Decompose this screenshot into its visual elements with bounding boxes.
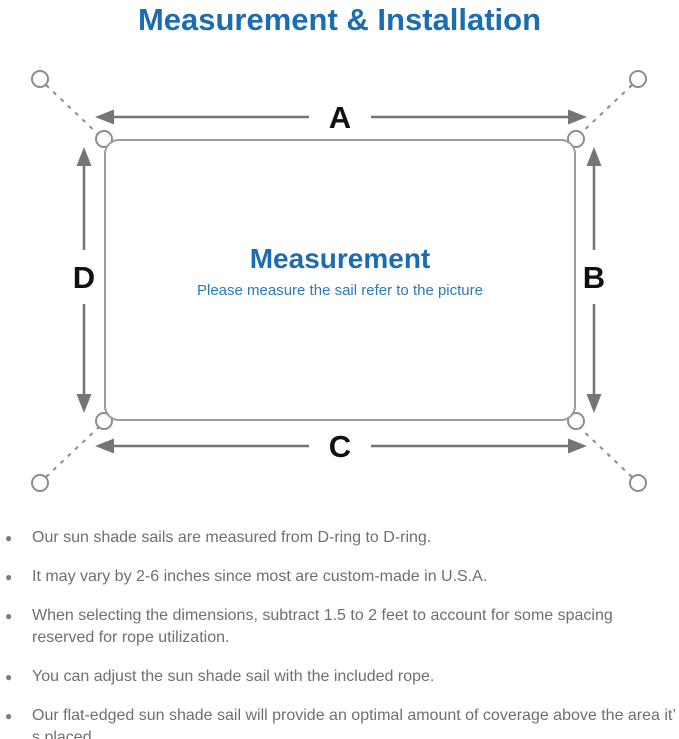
dimension-a: A [95, 100, 587, 135]
d-ring-bottom-right [567, 412, 585, 430]
anchor-rope-lines [45, 84, 633, 478]
rope-line-top-left [45, 84, 101, 137]
sail-center-text: Measurement Please measure the sail refe… [105, 243, 575, 299]
note-text: You can adjust the sun shade sail with t… [32, 668, 435, 685]
page-title: Measurement & Installation [137, 2, 542, 37]
sail-measurement-diagram: A C D B [31, 70, 647, 492]
anchor-point-top-left [31, 70, 49, 88]
dimension-label-d: D [73, 260, 95, 295]
note-text: Our flat-edged sun shade sail will provi… [32, 707, 676, 739]
measurement-heading: Measurement [249, 243, 431, 274]
dimension-c-arrow-left [95, 438, 114, 454]
bullet-dot-icon: ● [5, 670, 13, 684]
list-item: ● When selecting the dimensions, subtrac… [5, 605, 676, 649]
dimension-c: C [95, 429, 587, 464]
list-item: ● Our sun shade sails are measured from … [5, 527, 676, 549]
note-text: Our sun shade sails are measured from D-… [32, 529, 432, 546]
d-ring-top-right [567, 130, 585, 148]
anchor-points [31, 70, 647, 492]
bullet-dot-icon: ● [5, 570, 13, 584]
list-item: ● You can adjust the sun shade sail with… [5, 666, 676, 688]
list-item: ● Our flat-edged sun shade sail will pro… [5, 705, 676, 739]
sail-rectangle [104, 139, 576, 421]
d-ring-top-left [95, 130, 113, 148]
dimension-d-arrow-down [76, 394, 92, 413]
note-text: It may vary by 2-6 inches since most are… [32, 568, 488, 585]
bullet-dot-icon: ● [5, 609, 13, 623]
dimension-b-arrow-down [586, 394, 602, 413]
note-text: When selecting the dimensions, subtract … [32, 607, 613, 646]
dimension-label-a: A [329, 100, 351, 135]
rope-line-bottom-left [45, 425, 101, 478]
dimension-b: B [583, 147, 605, 413]
dimension-d-arrow-up [76, 147, 92, 166]
dimension-label-c: C [329, 429, 351, 464]
d-ring-bottom-left [95, 412, 113, 430]
dimension-d: D [73, 147, 95, 413]
corner-d-rings [95, 130, 585, 430]
rope-line-bottom-right [577, 425, 633, 478]
rope-line-top-right [577, 84, 633, 137]
measurement-subtitle: Please measure the sail refer to the pic… [197, 282, 483, 299]
list-item: ● It may vary by 2-6 inches since most a… [5, 566, 676, 588]
dimension-a-arrow-left [95, 109, 114, 125]
dimension-b-arrow-up [586, 147, 602, 166]
dimension-a-arrow-right [568, 109, 587, 125]
dimension-label-b: B [583, 260, 605, 295]
bullet-dot-icon: ● [5, 531, 13, 545]
anchor-point-bottom-right [629, 474, 647, 492]
dimension-c-arrow-right [568, 438, 587, 454]
notes-list: ● Our sun shade sails are measured from … [0, 527, 679, 739]
anchor-point-bottom-left [31, 474, 49, 492]
anchor-point-top-right [629, 70, 647, 88]
bullet-dot-icon: ● [5, 709, 13, 723]
